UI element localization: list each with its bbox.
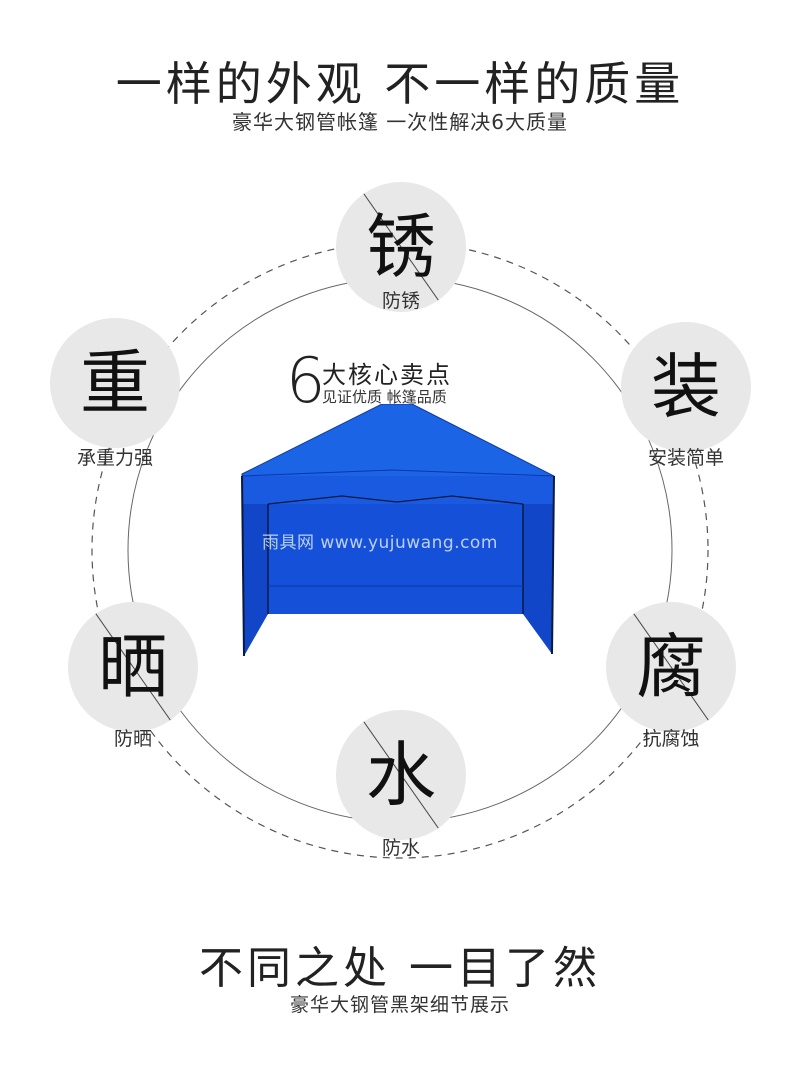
footer-subtitle: 豪华大钢管黑架细节展示 <box>289 994 510 1016</box>
feature-glyph: 装 <box>651 346 721 428</box>
feature-glyph: 晒 <box>98 626 168 708</box>
outer-dashed-ring <box>91 241 709 859</box>
tent-truss <box>267 495 524 505</box>
watermark-text: 雨具网 www.yujuwang.com <box>262 533 498 553</box>
footer-title: 不同之处 一目了然 <box>199 943 601 994</box>
feature-glyph: 锈 <box>366 206 436 288</box>
feature-label: 安装简单 <box>647 447 724 469</box>
tent-right-wall <box>523 504 554 654</box>
feature-glyph: 腐 <box>636 626 706 708</box>
tent-back-wall <box>268 504 523 614</box>
tent-leg <box>241 475 245 657</box>
tent-canopy-edge <box>241 469 555 477</box>
center-subtitle: 见证优质 帐篷品质 <box>322 388 447 406</box>
tent-left-wall <box>242 504 268 656</box>
feature-node-water: 水 <box>336 710 466 840</box>
feature-node-load: 重 <box>50 318 180 448</box>
tent-image <box>241 404 555 657</box>
center-number: 6 <box>286 344 326 417</box>
feature-node-install: 装 <box>621 322 751 452</box>
tent-leg <box>551 475 555 655</box>
feature-label: 防水 <box>381 837 420 859</box>
feature-label: 抗腐蚀 <box>642 728 700 750</box>
feature-label: 承重力强 <box>76 447 153 469</box>
page-subtitle: 豪华大钢管帐篷 一次性解决6大质量 <box>231 110 569 134</box>
center-title: 大核心卖点 <box>322 361 452 389</box>
feature-node-corrosion: 腐 <box>606 602 736 732</box>
tent-valance <box>242 476 554 504</box>
feature-node-sun: 晒 <box>68 602 198 732</box>
feature-label: 防锈 <box>381 290 420 312</box>
feature-glyph: 水 <box>366 734 436 816</box>
feature-label: 防晒 <box>113 728 152 750</box>
page-title: 一样的外观 不一样的质量 <box>115 57 685 111</box>
feature-glyph: 重 <box>80 342 150 424</box>
feature-node-rust: 锈 <box>336 182 466 312</box>
